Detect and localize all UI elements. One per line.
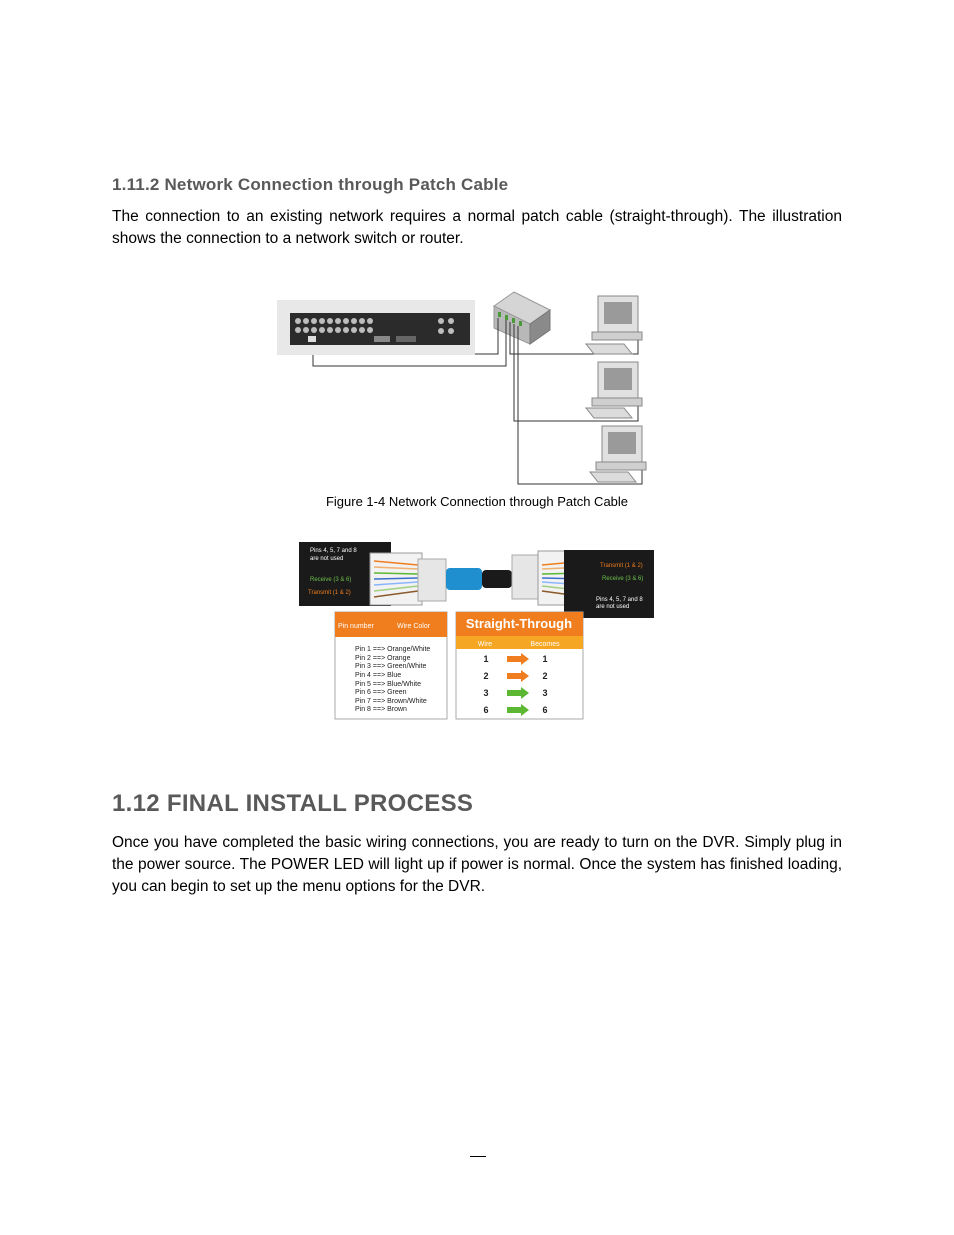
- straight-row-from: 2: [483, 671, 488, 681]
- straight-row-arrow-icon: [507, 653, 529, 665]
- computer-icon-1: [584, 295, 643, 355]
- straight-row-to: 3: [542, 688, 547, 698]
- straight-row-to: 2: [542, 671, 547, 681]
- left-transmit-label: Transmit (1 & 2): [308, 590, 351, 596]
- left-receive-label: Receive (3 & 6): [310, 577, 351, 583]
- pin-table-header-pin: Pin number: [338, 623, 374, 630]
- pin-row-4: Pin 4 ==> Blue: [355, 672, 401, 679]
- pin-row-3: Pin 3 ==> Green/White: [355, 663, 427, 670]
- network-switch-illustration: [493, 291, 551, 345]
- computer-icon-3: [588, 425, 647, 483]
- pin-color-table: Pin number Wire Color Pin 1 ==> Orange/W…: [334, 611, 448, 720]
- straight-header-becomes: Becomes: [530, 641, 560, 648]
- pin-row-6: Pin 6 ==> Green: [355, 689, 407, 696]
- pin-row-8: Pin 8 ==> Brown: [355, 706, 407, 713]
- page-number-underline: [470, 1156, 486, 1157]
- section-paragraph: The connection to an existing network re…: [112, 208, 842, 247]
- pin-table-header-color: Wire Color: [397, 623, 431, 630]
- straight-through-title: Straight-Through: [466, 616, 572, 631]
- pin-row-1: Pin 1 ==> Orange/White: [355, 646, 430, 653]
- final-install-heading: 1.12 FINAL INSTALL PROCESS: [112, 790, 474, 817]
- cable-wiring-diagram: Pins 4, 5, 7 and 8 are not used Receive …: [299, 542, 654, 720]
- section-heading: 1.11.2 Network Connection through Patch …: [112, 175, 509, 194]
- pin-row-5: Pin 5 ==> Blue/White: [355, 681, 421, 688]
- figure-caption: Figure 1-4 Network Connection through Pa…: [325, 494, 629, 509]
- left-unused-line1: Pins 4, 5, 7 and 8: [310, 548, 357, 554]
- straight-row-to: 6: [542, 705, 547, 715]
- right-unused-line1: Pins 4, 5, 7 and 8: [596, 597, 643, 603]
- right-label-panel: [564, 550, 654, 618]
- final-install-paragraph: Once you have completed the basic wiring…: [112, 834, 842, 895]
- right-transmit-label: Transmit (1 & 2): [600, 563, 643, 569]
- pin-row-2: Pin 2 ==> Orange: [355, 655, 411, 662]
- straight-row-from: 1: [483, 654, 488, 664]
- right-receive-label: Receive (3 & 6): [602, 576, 643, 582]
- straight-row-arrow-icon: [507, 670, 529, 682]
- computer-icon-2: [584, 361, 643, 419]
- straight-through-table: Straight-Through Wire Becomes 1 1 2 2 3 3 6 6: [455, 611, 584, 720]
- straight-row-arrow-icon: [507, 687, 529, 699]
- straight-header-wire: Wire: [478, 641, 492, 648]
- left-unused-line2: are not used: [310, 556, 343, 562]
- straight-row-to: 1: [542, 654, 547, 664]
- straight-row-arrow-icon: [507, 704, 529, 716]
- right-unused-line2: are not used: [596, 604, 629, 610]
- straight-row-from: 3: [483, 688, 488, 698]
- network-diagram: [277, 291, 647, 485]
- dvr-device-illustration: [277, 300, 475, 355]
- left-rj45-plug: [369, 552, 447, 606]
- pin-row-7: Pin 7 ==> Brown/White: [355, 698, 427, 705]
- straight-row-from: 6: [483, 705, 488, 715]
